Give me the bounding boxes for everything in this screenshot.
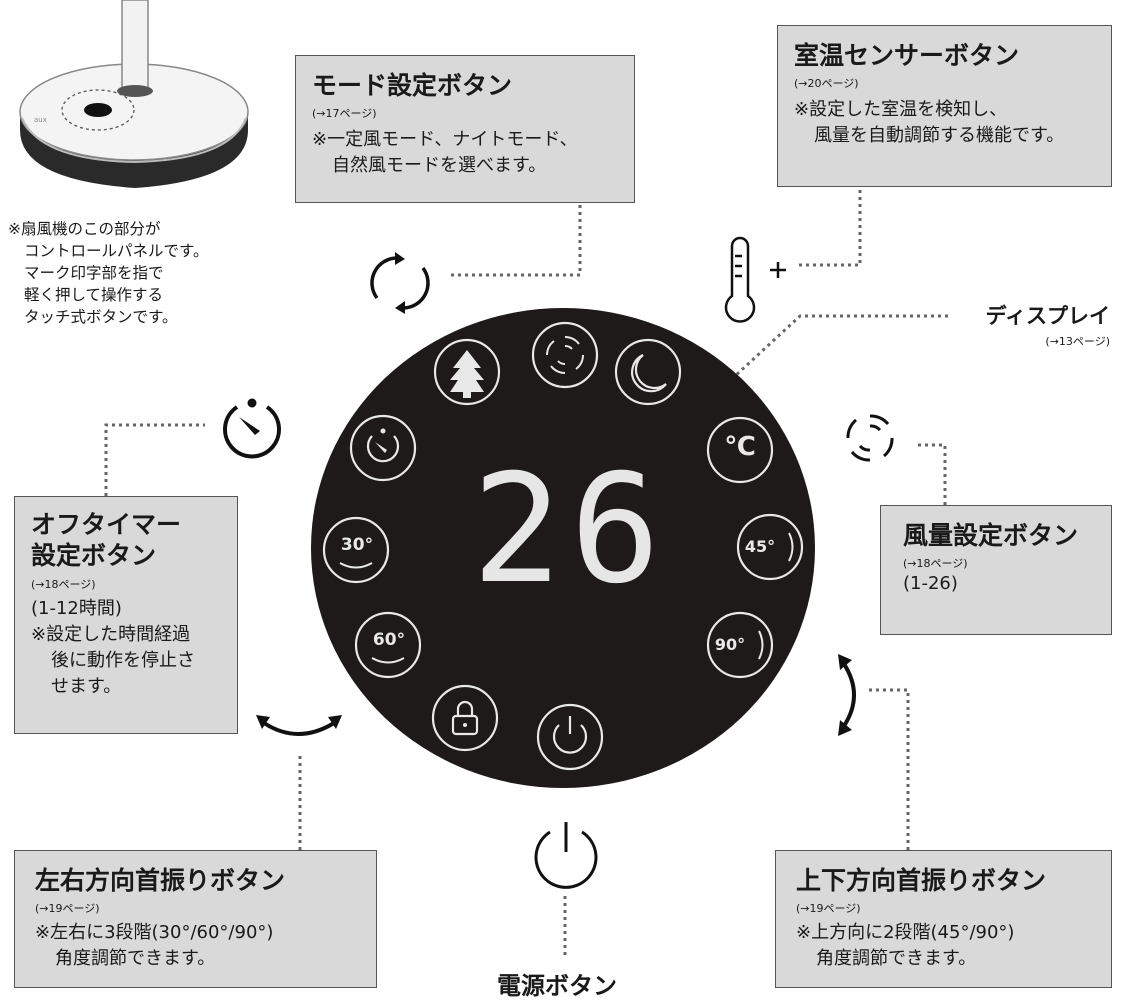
- power-button[interactable]: [538, 705, 602, 769]
- sensor-title: 室温センサーボタン: [794, 41, 1020, 70]
- mode-cycle-icon: [370, 252, 430, 314]
- fan-base-illustration: aux: [19, 0, 249, 188]
- timer-icon-external: [223, 398, 281, 459]
- timer-button[interactable]: [351, 416, 415, 480]
- sensor-button-callout: 室温センサーボタン (→20ページ) ※設定した室温を検知し、 風量を自動調節す…: [777, 25, 1112, 187]
- svg-text:aux: aux: [34, 116, 47, 124]
- mode-ref: (→17ページ): [312, 107, 377, 121]
- display-digits: 26: [471, 443, 669, 617]
- wind-button-callout: 風量設定ボタン (→18ページ) (1-26): [880, 505, 1112, 635]
- display-label: ディスプレイ (→13ページ): [985, 304, 1110, 348]
- control-panel-note: ※扇風機のこの部分が コントロールパネルです。 マーク印字部を指で 軽く押して操…: [8, 220, 209, 326]
- swing-45-button[interactable]: 45°: [744, 537, 776, 556]
- lr-swing-button-callout: 左右方向首振りボタン (→19ページ) ※左右に3段階(30°/60°/90°)…: [14, 850, 377, 988]
- sensor-ref: (→20ページ): [794, 77, 859, 91]
- ud-swing-button-callout: 上下方向首振りボタン (→19ページ) ※上方向に2段階(45°/90°) 角度…: [775, 850, 1112, 988]
- lr-swing-arrow-icon: [256, 715, 342, 736]
- mode-title: モード設定ボタン: [312, 71, 513, 100]
- swing-30-button[interactable]: 30°: [340, 535, 374, 555]
- control-panel: [311, 308, 815, 788]
- wind-swirl-icon-external: [846, 414, 894, 462]
- night-mode-button[interactable]: [616, 340, 680, 404]
- mode-button-callout: モード設定ボタン (→17ページ) ※一定風モード、ナイトモード、 自然風モード…: [295, 55, 635, 203]
- ud-swing-arrow-icon: [838, 654, 856, 736]
- swing-60-button[interactable]: 60°: [372, 630, 406, 650]
- power-icon-external: [534, 822, 598, 889]
- thermometer-plus-icon: [724, 236, 786, 323]
- wind-speed-button[interactable]: [533, 323, 597, 387]
- swing-90-button[interactable]: 90°: [714, 635, 746, 654]
- timer-button-callout: オフタイマー 設定ボタン (→18ページ) (1-12時間) ※設定した時間経過…: [14, 496, 238, 734]
- lock-button[interactable]: [433, 686, 497, 750]
- power-label: 電源ボタン: [497, 972, 617, 1000]
- celsius-button[interactable]: ℃: [724, 432, 756, 462]
- natural-mode-button[interactable]: [435, 340, 499, 404]
